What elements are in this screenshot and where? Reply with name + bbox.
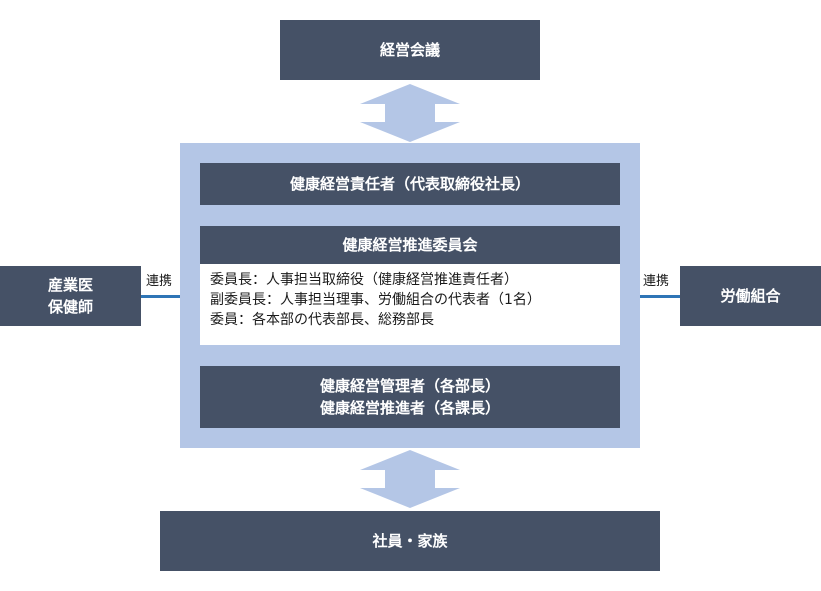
bottom-double-arrow	[360, 450, 460, 508]
employees-family-box: 社員・家族	[160, 511, 660, 571]
responsible-person-label: 健康経営責任者（代表取締役社長）	[289, 175, 530, 193]
left-connector-line	[141, 295, 180, 298]
health-nurse-label: 保健師	[47, 298, 93, 316]
committee-members-box: 委員長：人事担当取締役（健康経営推進責任者） 副委員長：人事担当理事、労働組合の…	[200, 264, 620, 345]
committee-header: 健康経営推進委員会	[200, 226, 620, 264]
responsible-person-box: 健康経営責任者（代表取締役社長）	[200, 163, 620, 205]
committee-member-line: 委員：各本部の代表部長、総務部長	[210, 312, 434, 328]
management-meeting-label: 経営会議	[379, 41, 440, 59]
labor-union-box: 労働組合	[680, 266, 821, 326]
industrial-doctor-label: 産業医	[47, 276, 93, 294]
management-meeting-box: 経営会議	[280, 20, 540, 80]
managers-line-1: 健康経営管理者（各部長）	[319, 377, 500, 395]
right-connector-line	[640, 295, 680, 298]
committee-member-line: 副委員長：人事担当理事、労働組合の代表者（1名）	[210, 292, 541, 308]
committee-member-line: 委員長：人事担当取締役（健康経営推進責任者）	[210, 272, 518, 288]
committee-title: 健康経営推進委員会	[342, 236, 478, 254]
labor-union-label: 労働組合	[720, 287, 781, 305]
employees-family-label: 社員・家族	[372, 532, 448, 550]
industrial-doctor-box: 産業医 保健師	[0, 266, 141, 326]
top-double-arrow	[360, 84, 460, 142]
managers-line-2: 健康経営推進者（各課長）	[319, 399, 500, 417]
left-link-label: 連携	[146, 274, 173, 289]
right-link-label: 連携	[643, 274, 670, 289]
managers-box: 健康経営管理者（各部長） 健康経営推進者（各課長）	[200, 366, 620, 428]
